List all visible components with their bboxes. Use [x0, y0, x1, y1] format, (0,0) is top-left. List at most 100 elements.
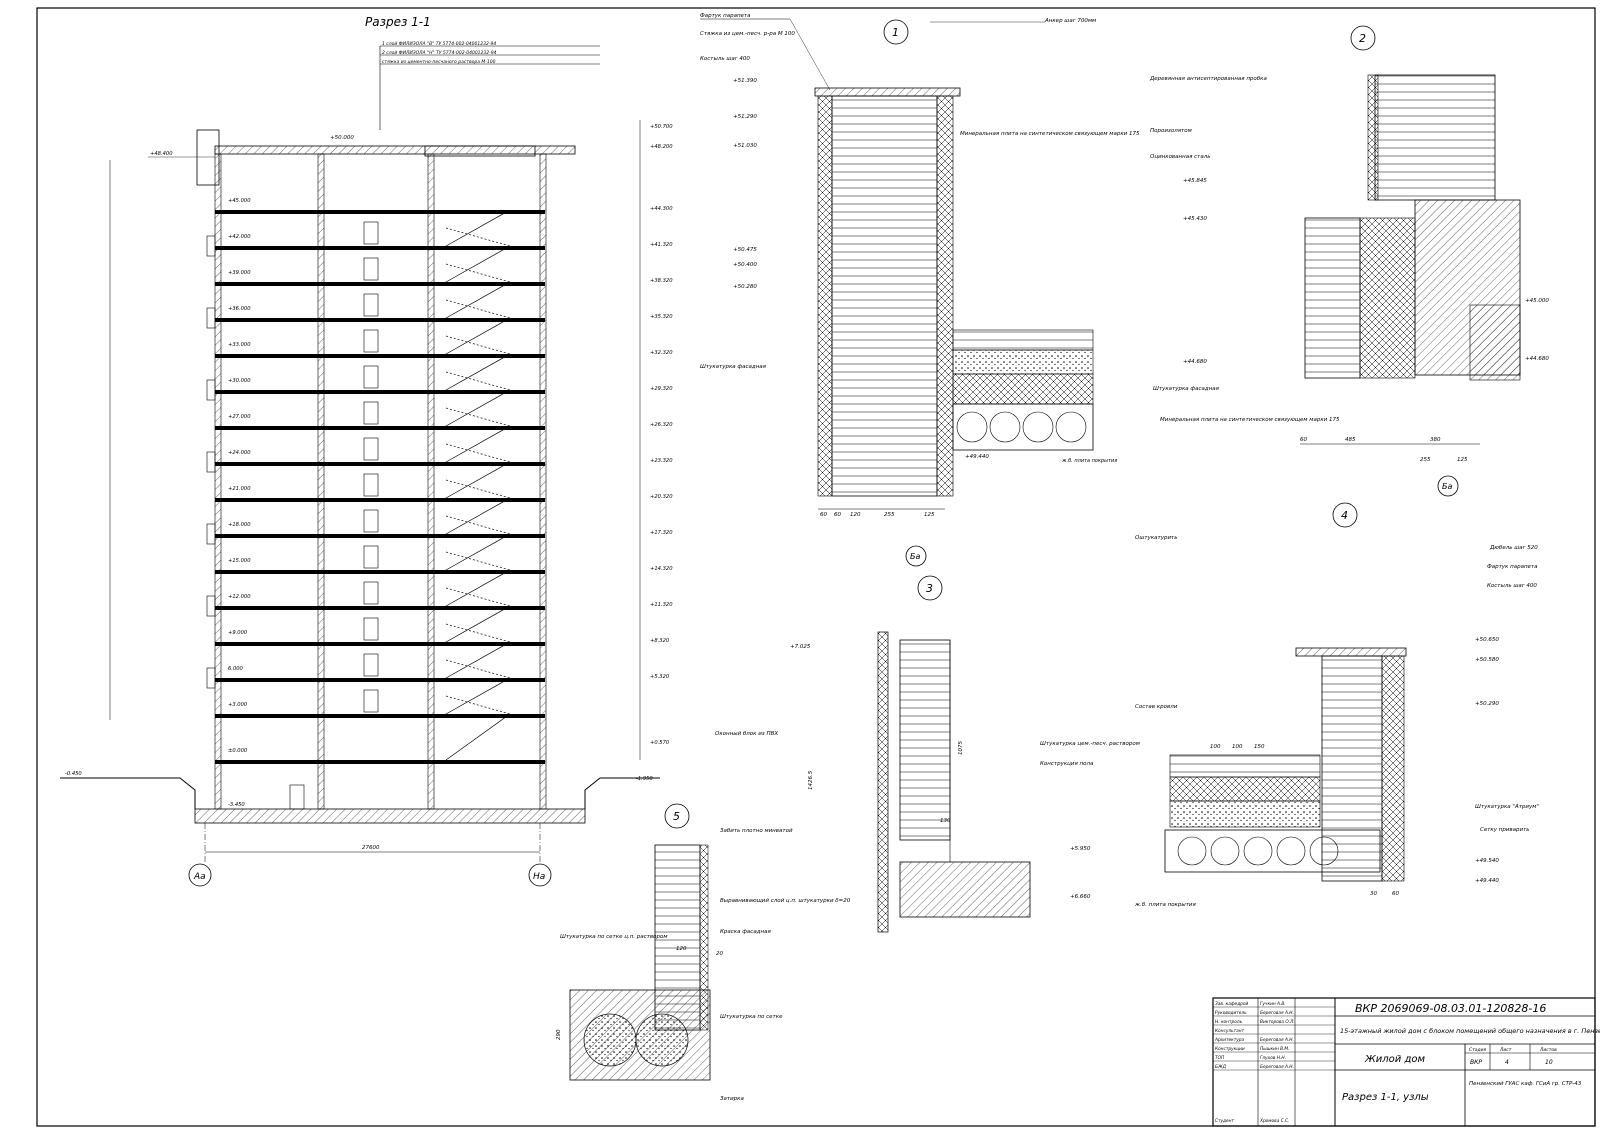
- node5-dim: 120: [676, 946, 687, 952]
- upper-wall: [1374, 74, 1496, 201]
- node-number: 1: [892, 26, 899, 39]
- level-label: +33.000: [228, 342, 251, 348]
- node1-dim: 60: [820, 512, 827, 518]
- floor-slabs: [215, 210, 545, 764]
- concrete-inner: [936, 95, 954, 497]
- right-level: +48.200: [650, 144, 673, 150]
- right-level: +32.320: [650, 350, 673, 356]
- sheets-value: 10: [1545, 1059, 1553, 1066]
- level-label: +48.400: [150, 151, 173, 157]
- title-sheet-title: Разрез 1-1, узлы: [1342, 1092, 1429, 1103]
- node3-label: Забить плотно минватой: [720, 828, 793, 834]
- title-project: 15-этажный жилой дом с блоком помещений …: [1340, 1027, 1600, 1035]
- node-number: 2: [1359, 32, 1366, 45]
- node5-label: Штукатурка по сетке ц.п. раствором: [560, 934, 667, 940]
- right-level: +50.700: [650, 124, 673, 130]
- wall-left: [214, 153, 222, 810]
- title-code: ВКР 2069069-08.03.01-120828-16: [1355, 1002, 1546, 1015]
- name: Береговая А.Н.: [1260, 1010, 1294, 1016]
- name: Гучкин А.В.: [1260, 1001, 1286, 1007]
- node5-dim: 20: [716, 951, 723, 957]
- roof-gravel: [952, 373, 1094, 405]
- axis-label: Ба: [910, 552, 920, 561]
- right-level: +29.320: [650, 386, 673, 392]
- right-level: -1.950: [636, 776, 653, 782]
- signature-roles: Зав. кафедрой Руководитель Н. контроль К…: [1214, 1001, 1249, 1124]
- section-title: Разрез 1-1: [365, 15, 431, 29]
- node4-dim: 100: [1232, 744, 1243, 750]
- right-level: +14.320: [650, 566, 673, 572]
- name: Викторова О.Л.: [1260, 1019, 1295, 1025]
- ground-line: [60, 777, 660, 809]
- col-sheets: Листов: [1539, 1047, 1557, 1053]
- right-level: +20.320: [650, 494, 673, 500]
- hollow-core-slab: [952, 403, 1094, 451]
- node4-label: Фартук парапета: [1487, 564, 1538, 570]
- node2-level: +45.845: [1183, 178, 1207, 184]
- node4-label: Штукатурка "Атриум": [1475, 804, 1539, 810]
- node3-level: +6.660: [1070, 894, 1091, 900]
- right-level: +17.320: [650, 530, 673, 536]
- sheet-value: 4: [1505, 1059, 1509, 1066]
- role: Архитектура: [1214, 1037, 1245, 1043]
- layer-callouts: 1 слой ФИЛИЗОЛА "В" ТУ 5774-002-04001232…: [379, 41, 600, 130]
- level-label: +21.000: [228, 486, 251, 492]
- stage-value: ВКР: [1470, 1059, 1482, 1066]
- node4-level: +50.650: [1475, 637, 1499, 643]
- node2-level: +45.430: [1183, 216, 1207, 222]
- wall-concrete: [1381, 655, 1405, 882]
- node3-label: Штукатурка цем.-песч. раствором: [1040, 741, 1140, 747]
- axis-label-right: На: [533, 872, 545, 882]
- node1-label: Костыль шаг 400: [700, 56, 750, 62]
- wall-insulation: [899, 639, 951, 841]
- node-1: 1 Фартук парапета Стяжка из цем.-песч. р…: [700, 13, 1140, 567]
- level-label: -3.450: [228, 802, 245, 808]
- node4-dim: 150: [1254, 744, 1265, 750]
- node-number-bubble: [1350, 25, 1376, 51]
- axis-label: Ба: [1442, 482, 1452, 491]
- node1-label: Стяжка из цем.-песч. р-ра М 100: [700, 31, 795, 37]
- node1-labels: Фартук парапета Стяжка из цем.-песч. р-р…: [700, 13, 1140, 464]
- roof-insulation: [1169, 754, 1321, 778]
- stair-head: [424, 145, 536, 157]
- node4-level: +49.440: [1475, 878, 1499, 884]
- node1-level: +50.280: [733, 284, 757, 290]
- node2-label: Деревянная антисептированная пробка: [1149, 76, 1268, 82]
- right-level: +44.300: [650, 206, 673, 212]
- wall-right: [539, 153, 547, 810]
- right-level: +23.320: [650, 458, 673, 464]
- lower-wall-insulation: [1304, 217, 1361, 379]
- node-number: 3: [926, 582, 933, 595]
- node-number-bubble: [664, 803, 690, 829]
- right-level: +26.320: [650, 422, 673, 428]
- organization: Пензенский ГУАС каф. ГСиА гр. СТР-43: [1469, 1081, 1582, 1087]
- wall-core: [427, 153, 435, 810]
- node1-dims: 60 60 120 255 125: [818, 508, 945, 518]
- node1-level: +51.390: [733, 78, 757, 84]
- node1-label: Анкер шаг 700мм: [1044, 18, 1096, 24]
- role: Конструкции: [1215, 1046, 1245, 1052]
- lower-wall-concrete: [1359, 217, 1416, 379]
- node5-dim: 290: [556, 1029, 562, 1040]
- node1-levels: +51.390 +51.290 +51.030 +50.475 +50.400 …: [733, 78, 989, 460]
- callout-2: 2 слой ФИЛИЗОЛА "Н" ТУ 5774-002-04001232…: [382, 50, 497, 56]
- role: Студент: [1215, 1118, 1234, 1124]
- axis-label-left: Аа: [193, 872, 206, 882]
- right-level: +5.320: [650, 674, 670, 680]
- col-sheet: Лист: [1499, 1047, 1512, 1053]
- signature-names: Гучкин А.В. Береговая А.Н. Викторова О.Л…: [1259, 1001, 1295, 1124]
- role: Руководитель: [1215, 1010, 1247, 1016]
- node-4: 4 Оштукатурить Дюбель шаг 520 Фартук пар…: [1134, 502, 1539, 908]
- level-label: +27.000: [228, 414, 251, 420]
- node2-levels: +45.845 +45.430 +44.680 +45.000 +44.680: [1183, 178, 1549, 365]
- name: Глухов Н.Н.: [1260, 1055, 1286, 1061]
- upper-wall-concrete: [1367, 74, 1379, 201]
- left-levels: +48.400 +45.000 +42.000 +39.000 +36.000 …: [65, 151, 251, 808]
- node1-level: +50.475: [733, 247, 757, 253]
- right-level: +38.320: [650, 278, 673, 284]
- node3-dim: 130: [940, 818, 951, 824]
- right-level: +41.320: [650, 242, 673, 248]
- node1-level: +51.290: [733, 114, 757, 120]
- node2-level: +44.680: [1183, 359, 1207, 365]
